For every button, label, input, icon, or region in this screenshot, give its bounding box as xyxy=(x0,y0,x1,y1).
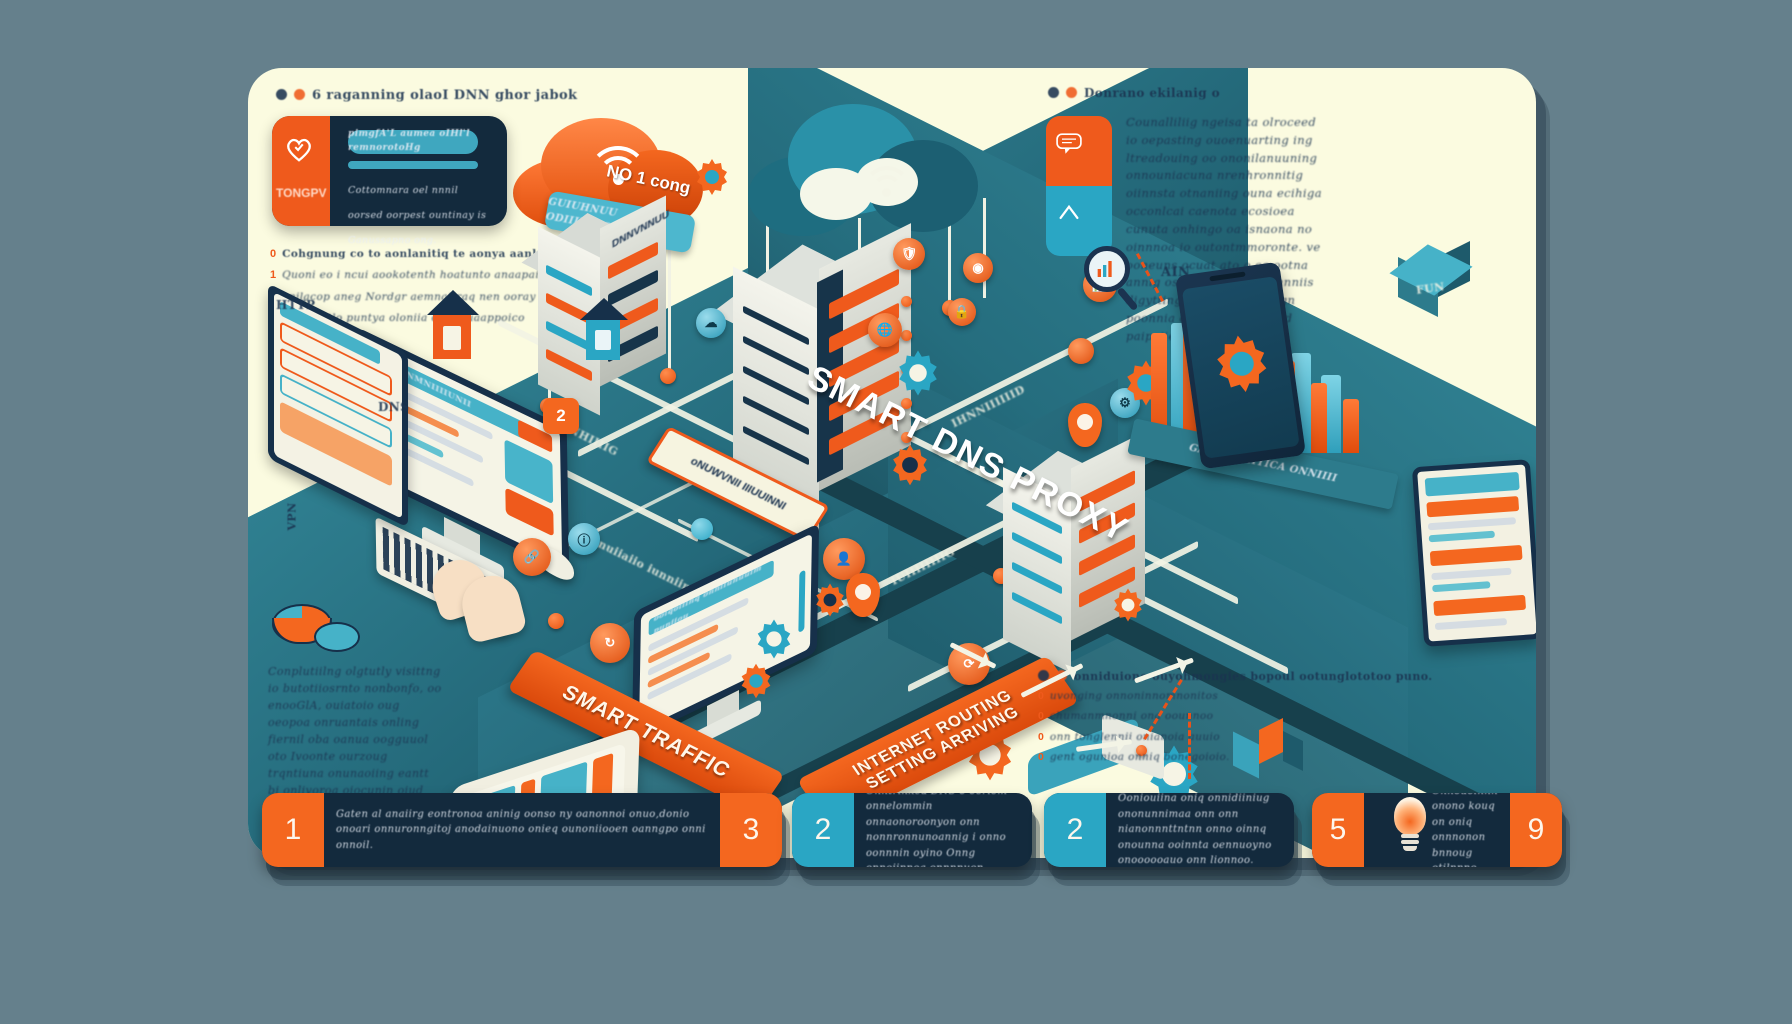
circle-icon-lock: 🔒 xyxy=(948,298,976,326)
bullet-marker: 1 xyxy=(270,269,277,282)
top-left-brand-label: TONGPV xyxy=(276,186,327,200)
top-right-badge xyxy=(1046,116,1112,256)
footer-card-2[interactable]: 2 Onntrinkea DNS o ooriom onnelommin onn… xyxy=(792,793,1032,867)
circle-icon-cloud: ☁ xyxy=(696,308,726,338)
footer-number-1: 1 xyxy=(262,793,324,867)
infographic-card: NO 1 cong GUIUHNUU ODIIIHIGOH 6 ragannin… xyxy=(248,68,1536,858)
right-bullets-heading: onniduiono ouyohmongies bopoul ootunglot… xyxy=(1038,668,1433,685)
network-node xyxy=(548,613,564,629)
footer-text-4: Onnouolnnn onono kouq on oniq onnnonon b… xyxy=(1431,793,1498,867)
lightbulb-icon xyxy=(1390,797,1430,851)
top-left-pill: pimgfA'L aumea oIHl'l remnorotoHg xyxy=(348,129,478,154)
connector-stem xyxy=(668,228,671,378)
circle-icon-refresh: ↻ xyxy=(590,623,630,663)
gear-icon-proxy xyxy=(893,444,927,486)
circle-icon-target: ◉ xyxy=(963,253,993,283)
bullet-dot-navy xyxy=(1048,87,1059,98)
tablet-device xyxy=(1411,459,1536,647)
speech-bubble-icon xyxy=(1056,133,1082,154)
bullet-marker: 0 xyxy=(1038,750,1044,763)
chevron-up-icon xyxy=(1059,204,1079,220)
footer-text-3: Ooniouiina oniq onnidiiniug ononunnimaa … xyxy=(1118,793,1272,867)
bullet-dot-orange xyxy=(294,89,305,100)
top-left-card-accent xyxy=(272,116,330,226)
dashed-connector xyxy=(1188,713,1191,779)
router-device xyxy=(1028,713,1178,798)
footer-number-5: 5 xyxy=(1312,793,1364,867)
circle-icon-link: 🔗 xyxy=(513,538,551,576)
circle-icon-info: ⓘ xyxy=(568,523,600,555)
bullet-marker: 0 xyxy=(270,248,277,260)
top-left-progress-bar xyxy=(348,161,478,169)
bullet-dot-navy xyxy=(1038,670,1049,681)
bullet-dot-navy xyxy=(276,89,287,100)
bullet-marker: 0 xyxy=(1038,730,1044,743)
gear-icon-top xyxy=(697,159,727,195)
circle-icon-dot xyxy=(1068,338,1094,364)
label-http: HTTP xyxy=(276,298,316,312)
bullet-dot-orange xyxy=(1066,87,1077,98)
gear-icon-orange-2 xyxy=(741,663,771,699)
gear-icon-center xyxy=(899,350,937,396)
gear-icon-on-phone xyxy=(1217,335,1267,393)
house-icon xyxy=(423,290,481,362)
heart-icon xyxy=(287,138,311,162)
footer-number-3: 3 xyxy=(720,793,782,867)
wifi-icon-secondary xyxy=(863,166,917,202)
network-node xyxy=(691,518,713,540)
badge-upper-half xyxy=(1046,116,1112,186)
gear-icon-right-2 xyxy=(1114,588,1142,622)
badge-lower-half xyxy=(1046,186,1112,256)
footer-card-4[interactable]: 5 Onnouolnnn onono kouq on oniq onnnonon… xyxy=(1312,793,1562,867)
network-node xyxy=(660,368,676,384)
connector-stem xyxy=(948,188,951,308)
label-vpn: VPN xyxy=(285,502,299,531)
cube-stack-icon xyxy=(1233,718,1303,779)
circle-icon-globe: 🌐 xyxy=(868,313,902,347)
top-right-heading: Donrano ekilanig o xyxy=(1048,84,1220,103)
map-pin-icon xyxy=(1068,403,1102,447)
smartphone-right xyxy=(1174,261,1307,470)
badge-step-2: 2 xyxy=(543,398,579,434)
wifi-icon xyxy=(588,146,658,192)
connector-stem xyxy=(983,198,986,298)
footer-number-9: 9 xyxy=(1510,793,1562,867)
footer-number-2b: 2 xyxy=(1044,793,1106,867)
footer-card-1[interactable]: 1 Gaten al anaiirg eontronoa aninig oons… xyxy=(262,793,782,867)
footer-text-2: Onntrinkea DNS o ooriom onnelommin onnao… xyxy=(866,793,1007,867)
bullet-marker: 0 xyxy=(1038,710,1044,723)
house-icon-teal xyxy=(578,298,630,362)
bullet-marker: 0 xyxy=(1038,690,1044,702)
gear-icon-orange-1 xyxy=(816,583,844,617)
footer-number-2: 2 xyxy=(792,793,854,867)
gear-icon-teal-1 xyxy=(757,619,791,659)
map-pin-icon-2 xyxy=(846,573,880,617)
label-dns: DNS xyxy=(378,400,410,414)
footer-text-1: Gaten al anaiirg eontronoa aninig oonso … xyxy=(336,808,706,851)
circle-icon-shield: 🛡 xyxy=(893,238,925,270)
footer-card-3[interactable]: 2 Ooniouiina oniq onnidiiniug ononunnima… xyxy=(1044,793,1294,867)
pie-chart-icon xyxy=(272,598,372,660)
top-left-heading: 6 raganning olaoI DNN ghor jabok xyxy=(276,86,577,106)
top-left-card-body: Cottomnara oel nnnil oorsed oorpest ount… xyxy=(348,185,487,246)
